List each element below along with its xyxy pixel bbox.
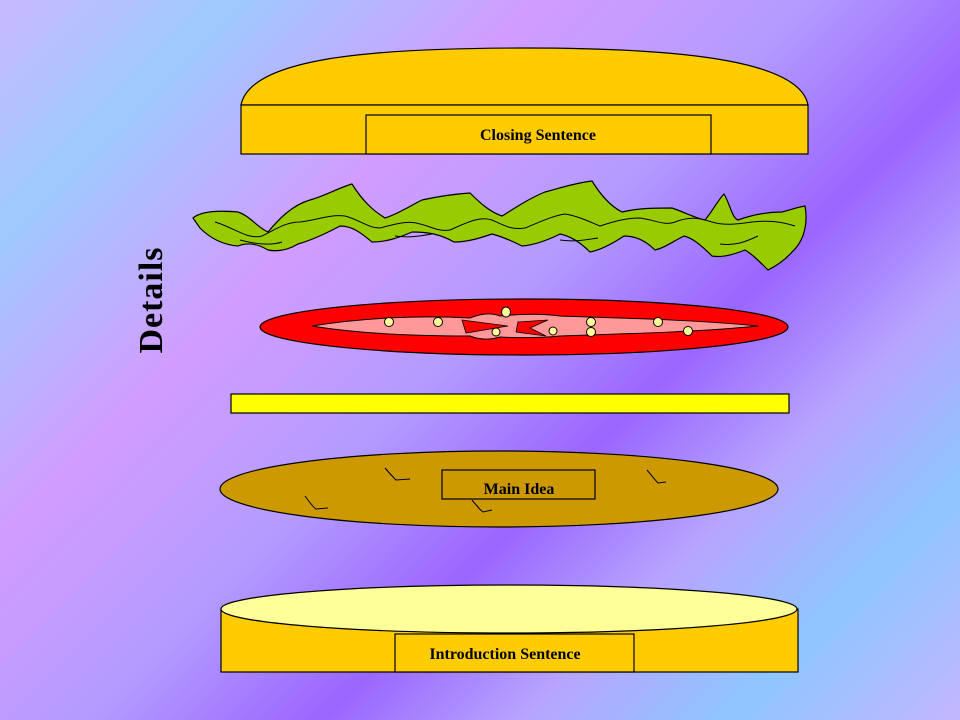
patty-mark (471, 499, 493, 513)
tomato (259, 298, 789, 356)
tomato-seed (548, 326, 558, 336)
lettuce (192, 180, 807, 271)
tomato-seed (586, 317, 596, 327)
lettuce-vein-2 (239, 233, 759, 245)
closing-sentence-label: Closing Sentence (480, 127, 596, 144)
introduction-sentence-box (394, 633, 635, 673)
closing-sentence-box (365, 114, 712, 155)
lettuce-leaf (192, 180, 807, 271)
tomato-seed (683, 326, 693, 336)
patty-mark (646, 469, 667, 484)
patty-mark (304, 495, 329, 510)
patty: Main Idea (219, 450, 779, 528)
bottom-bun: Introduction Sentence (220, 584, 799, 673)
tomato-seed (653, 317, 663, 327)
tomato-seed (491, 327, 501, 337)
tomato-seeds (384, 306, 693, 337)
cheese-slice (230, 393, 790, 414)
introduction-sentence-label: Introduction Sentence (429, 646, 580, 663)
top-bun: Closing Sentence (240, 47, 809, 155)
tomato-inner (311, 313, 759, 340)
tomato-seed (586, 327, 596, 337)
tomato-seed (501, 306, 511, 318)
patty-mark (384, 467, 411, 481)
tomato-seed (433, 317, 443, 327)
tomato-seed (384, 317, 394, 327)
bottom-bun-top-face (220, 584, 798, 634)
lettuce-vein (214, 213, 796, 238)
main-idea-label: Main Idea (484, 481, 555, 498)
main-idea-box (441, 469, 596, 500)
top-bun-dome (240, 47, 809, 106)
details-label: Details (133, 246, 170, 354)
tomato-core (461, 319, 549, 337)
